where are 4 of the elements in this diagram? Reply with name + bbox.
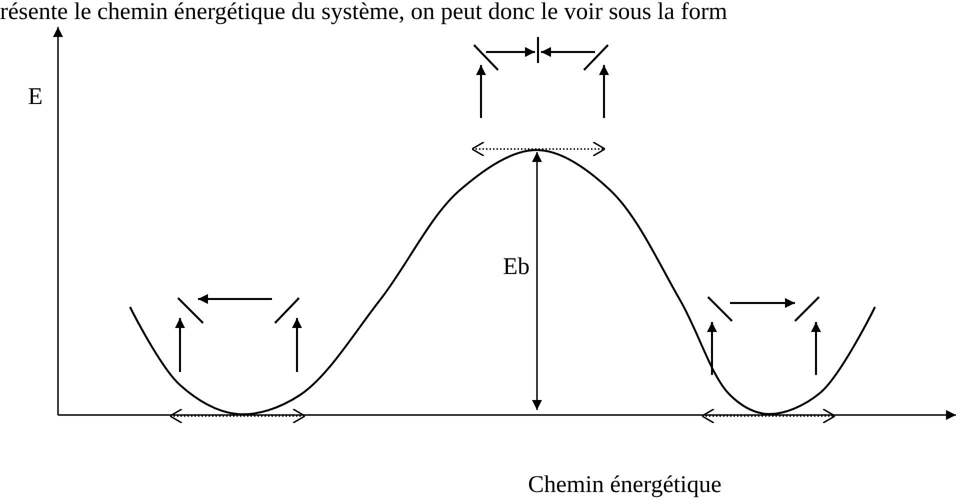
body-text: résente le chemin énergétique du système, on peut donc le voir sous la form bbox=[0, 0, 728, 24]
dimension-label: Eb bbox=[503, 255, 530, 279]
axis-label: Chemin énergétique bbox=[528, 473, 722, 497]
axis-label: E bbox=[28, 85, 43, 109]
